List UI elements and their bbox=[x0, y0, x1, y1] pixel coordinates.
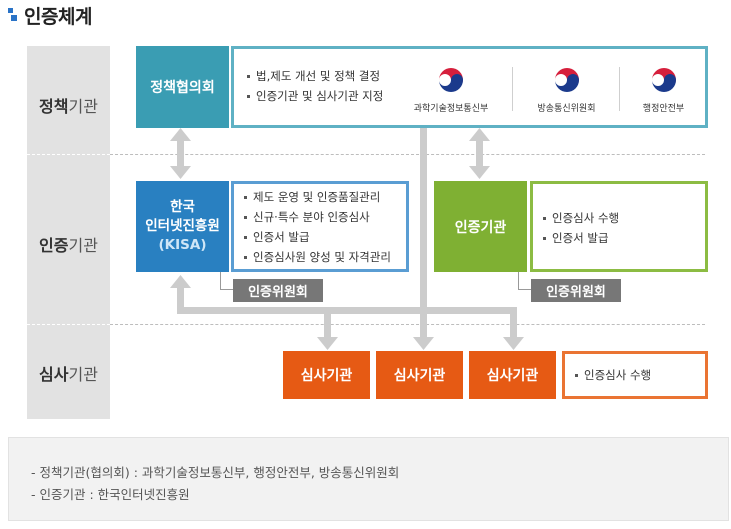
kisa-detail: 제도 운영 및 인증품질관리 신규·특수 분야 인증심사 인증서 발급 인증심사… bbox=[231, 181, 409, 272]
committee-connector bbox=[220, 272, 233, 290]
separator-line bbox=[110, 154, 705, 155]
arrow-head bbox=[413, 337, 434, 350]
audit-bullets: 인증심사 수행 bbox=[575, 365, 651, 385]
arrow-head bbox=[503, 337, 524, 350]
kisa-committee-badge: 인증위원회 bbox=[233, 279, 323, 302]
government-emblem-icon bbox=[651, 68, 676, 92]
bullet-item: 신규·특수 분야 인증심사 bbox=[244, 207, 391, 227]
separator-line bbox=[110, 324, 705, 325]
cert-body-block: 인증기관 bbox=[434, 181, 527, 272]
cert-bullets: 인증심사 수행 인증서 발급 bbox=[543, 208, 619, 248]
arrow-head bbox=[170, 128, 191, 141]
level-label-certification: 인증기관 bbox=[39, 236, 98, 255]
bullet-item: 제도 운영 및 인증품질관리 bbox=[244, 187, 391, 207]
level-divider bbox=[27, 154, 110, 155]
committee-connector bbox=[518, 272, 531, 290]
audit-body-block: 심사기관 bbox=[376, 351, 463, 399]
bullet-item: 법,제도 개선 및 정책 결정 bbox=[247, 66, 383, 86]
policy-council-block: 정책협의회 bbox=[136, 46, 229, 128]
bullet-item: 인증서 발급 bbox=[543, 228, 619, 248]
page-title: 인증체계 bbox=[24, 6, 92, 28]
arrow-shaft bbox=[476, 138, 483, 169]
level-divider bbox=[27, 324, 110, 325]
arrow-bus bbox=[177, 307, 517, 314]
government-emblem-icon bbox=[554, 68, 579, 92]
note-line: - 인증기관 : 한국인터넷진흥원 bbox=[31, 487, 190, 502]
ministry-kcc: 방송통신위원회 bbox=[524, 65, 609, 114]
ministry-divider bbox=[512, 67, 513, 111]
policy-council-detail: 법,제도 개선 및 정책 결정 인증기관 및 심사기관 지정 과학기술정보통신부… bbox=[231, 46, 708, 128]
arrow-shaft bbox=[420, 120, 427, 342]
arrow-head bbox=[317, 337, 338, 350]
bullet-item: 인증서 발급 bbox=[244, 227, 391, 247]
government-emblem-icon bbox=[437, 66, 465, 94]
level-label-policy: 정책기관 bbox=[39, 97, 98, 116]
bullet-item: 인증심사 수행 bbox=[543, 208, 619, 228]
level-label-audit: 심사기관 bbox=[39, 365, 98, 384]
ministry-divider bbox=[619, 67, 620, 111]
arrow-shaft bbox=[324, 307, 331, 342]
arrow-head bbox=[170, 275, 191, 288]
audit-body-block: 심사기관 bbox=[469, 351, 556, 399]
kisa-block: 한국 인터넷진흥원 (KISA) bbox=[136, 181, 229, 272]
arrow-shaft bbox=[177, 138, 184, 169]
notes-box: - 정책기관(협의회) : 과학기술정보통신부, 행정안전부, 방송통신위원회 … bbox=[8, 437, 729, 521]
bullet-item: 인증심사원 양성 및 자격관리 bbox=[244, 247, 391, 267]
ministry-msit: 과학기술정보통신부 bbox=[406, 65, 496, 114]
arrow-head bbox=[469, 166, 490, 179]
ministry-mois: 행정안전부 bbox=[626, 65, 701, 114]
level-column bbox=[27, 46, 110, 419]
bullet-item: 인증기관 및 심사기관 지정 bbox=[247, 86, 383, 106]
cert-body-detail: 인증심사 수행 인증서 발급 bbox=[530, 181, 708, 272]
note-line: - 정책기관(협의회) : 과학기술정보통신부, 행정안전부, 방송통신위원회 bbox=[31, 465, 400, 480]
arrow-head bbox=[170, 166, 191, 179]
arrow-shaft bbox=[510, 307, 517, 342]
policy-bullets: 법,제도 개선 및 정책 결정 인증기관 및 심사기관 지정 bbox=[247, 66, 383, 106]
cert-committee-badge: 인증위원회 bbox=[531, 279, 621, 302]
arrow-shaft bbox=[177, 286, 184, 314]
audit-body-block: 심사기관 bbox=[283, 351, 370, 399]
arrow-head bbox=[469, 128, 490, 141]
audit-detail: 인증심사 수행 bbox=[562, 351, 708, 399]
bullet-item: 인증심사 수행 bbox=[575, 365, 651, 385]
kisa-bullets: 제도 운영 및 인증품질관리 신규·특수 분야 인증심사 인증서 발급 인증심사… bbox=[244, 187, 391, 267]
title-marker-icon bbox=[8, 8, 17, 22]
